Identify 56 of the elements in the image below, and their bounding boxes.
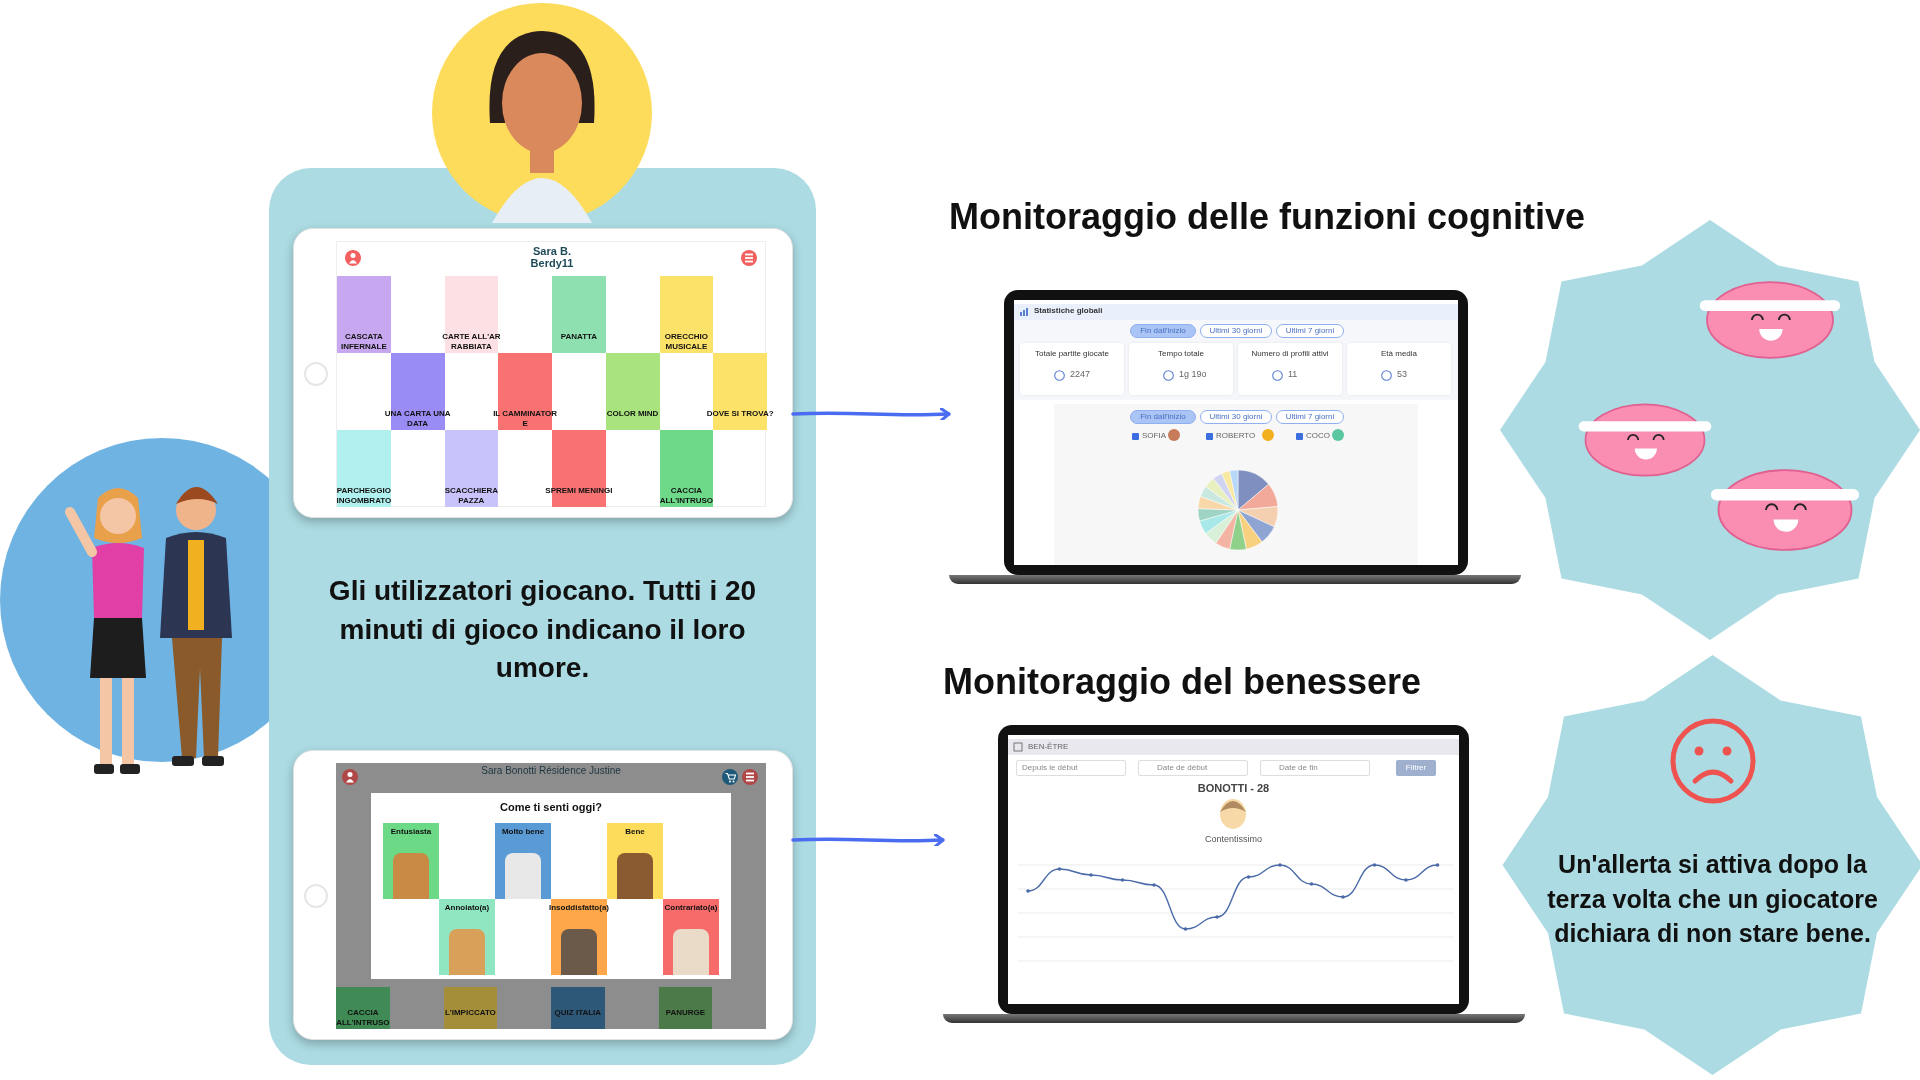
filter-button: Ultimi 7 giorni: [1276, 410, 1344, 424]
mood-label: Annoiato(a): [443, 903, 491, 913]
date-field: Date de fin: [1260, 760, 1370, 776]
tile-label: COLOR MIND: [605, 409, 660, 419]
stat-title: Totale partite giocate: [1034, 349, 1110, 359]
tile-label: L'IMPICCATO: [443, 1008, 497, 1018]
panel-background: [269, 168, 816, 1065]
filter-button: Fin dall'inizio: [1130, 324, 1196, 338]
stat-value: 2247: [1070, 369, 1091, 380]
stat-value: 11: [1288, 369, 1298, 380]
player-name: ROBERTO: [1216, 431, 1256, 441]
filter-button: Ultimi 30 giorni: [1200, 324, 1272, 338]
alert-text: Un'allerta si attiva dopo la terza volta che un giocatore dichiara di non stare bene.: [1546, 849, 1879, 949]
panel-title: Statistiche globali: [1034, 306, 1103, 316]
description-text: Gli utilizzatori giocano. Tutti i 20 minuti di gioco indicano il loro umore.: [327, 574, 758, 686]
dropdown-field: Depuis le début: [1016, 760, 1126, 776]
section-heading: Monitoraggio del benessere: [943, 660, 1422, 704]
tile-label: PANATTA: [559, 332, 599, 342]
profile-name: Sara B. Berdy11: [529, 245, 575, 270]
arrow: [791, 832, 945, 848]
tile-label: CARTE ALL'AR RABBIATA: [441, 332, 502, 352]
tile-label: PARCHEGGIO INGOMBRATO: [335, 486, 393, 506]
stat-value: 1g 19o: [1179, 369, 1207, 380]
tile-label: CASCATA INFERNALE: [340, 332, 388, 352]
panel-title: BEN-ÊTRE: [1028, 742, 1069, 752]
tile-label: PANURGE: [664, 1008, 707, 1018]
profile-name: Sara Bonotti Résidence Justine: [480, 765, 622, 776]
chart-title: BONOTTI - 28: [1196, 782, 1271, 796]
mood-caption: Contentissimo: [1204, 834, 1263, 845]
filter-button: Fin dall'inizio: [1130, 410, 1196, 424]
tablet-frame: [293, 228, 793, 518]
section-heading: Monitoraggio delle funzioni cognitive: [949, 195, 1585, 239]
filter-button: Ultimi 30 giorni: [1200, 410, 1272, 424]
filter-button: Ultimi 7 giorni: [1276, 324, 1344, 338]
tile-label: CACCIA ALL'INTRUSO: [658, 486, 715, 506]
dialog-title: Come ti senti oggi?: [498, 801, 604, 815]
filter-button: Filtrer: [1396, 760, 1436, 776]
tablet-frame: [293, 750, 793, 1040]
date-field: Date de début: [1138, 760, 1248, 776]
mood-label: Molto bene: [500, 827, 546, 837]
tile-label: CACCIA ALL'INTRUSO: [335, 1008, 391, 1028]
mood-label: Contrariato(a): [663, 903, 719, 913]
tile-label: ORECCHIO MUSICALE: [663, 332, 709, 352]
arrow: [791, 406, 951, 422]
tile-label: QUIZ ITALIA: [553, 1008, 603, 1018]
tile-label: SCACCHIERA PAZZA: [443, 486, 500, 506]
mood-label: Entusiasta: [389, 827, 433, 837]
alert-badge: [1505, 655, 1920, 1075]
player-name: COCO: [1306, 431, 1330, 441]
stat-value: 53: [1397, 369, 1407, 380]
stat-title: Età media: [1380, 349, 1418, 359]
tile-label: UNA CARTA UNA DATA: [383, 409, 452, 429]
stat-title: Tempo totale: [1157, 349, 1205, 359]
stat-title: Numero di profili attivi: [1250, 349, 1330, 359]
player-name: SOFIA: [1142, 431, 1166, 441]
mood-label: Bene: [624, 827, 646, 837]
